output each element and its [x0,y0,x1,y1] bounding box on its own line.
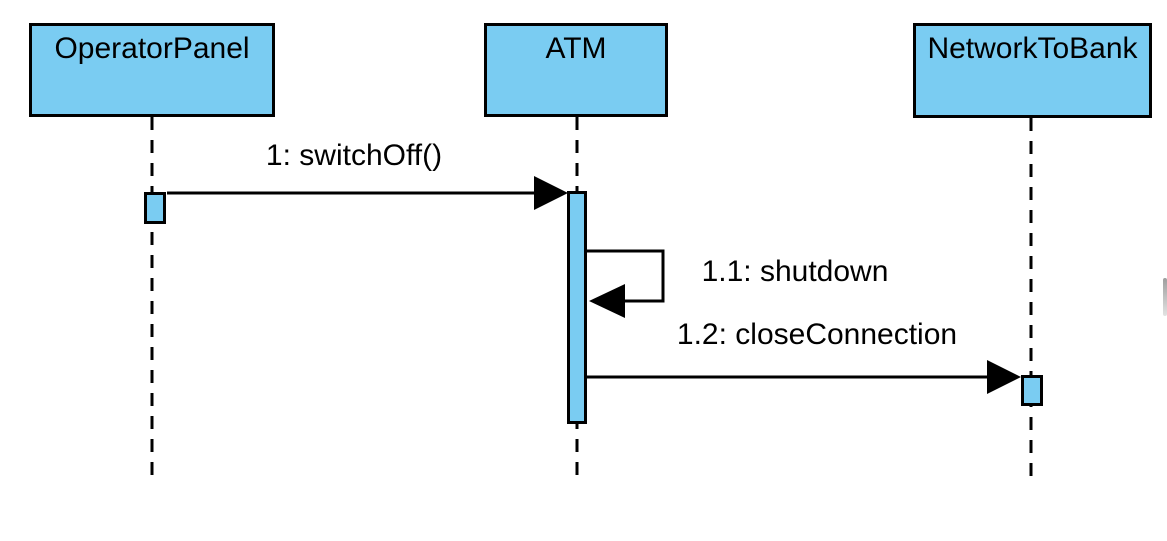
arrowhead-switchoff-icon [534,176,568,210]
message-label-closeconnection: 1.2: closeConnection [676,318,958,351]
activation-bar-atm [567,191,587,424]
activation-bar-operatorpanel [144,192,166,224]
lifeline-head-atm: ATM [484,23,668,117]
message-label-switchoff: 1: switchOff() [265,139,443,172]
lifeline-name-atm: ATM [545,32,607,65]
lifeline-name-networktobank: NetworkToBank [927,32,1138,65]
activation-bar-networktobank [1021,375,1043,406]
lifeline-name-operatorpanel: OperatorPanel [54,32,250,65]
message-line-shutdown-self-loop [587,249,665,303]
lifeline-head-operatorpanel: OperatorPanel [29,23,275,117]
message-label-shutdown: 1.1: shutdown [701,255,889,288]
arrowhead-closeconnection-icon [987,360,1021,394]
lifeline-head-networktobank: NetworkToBank [913,23,1152,118]
arrowhead-shutdown-icon [589,284,625,318]
vertical-scrollbar-fragment[interactable] [1163,278,1167,316]
